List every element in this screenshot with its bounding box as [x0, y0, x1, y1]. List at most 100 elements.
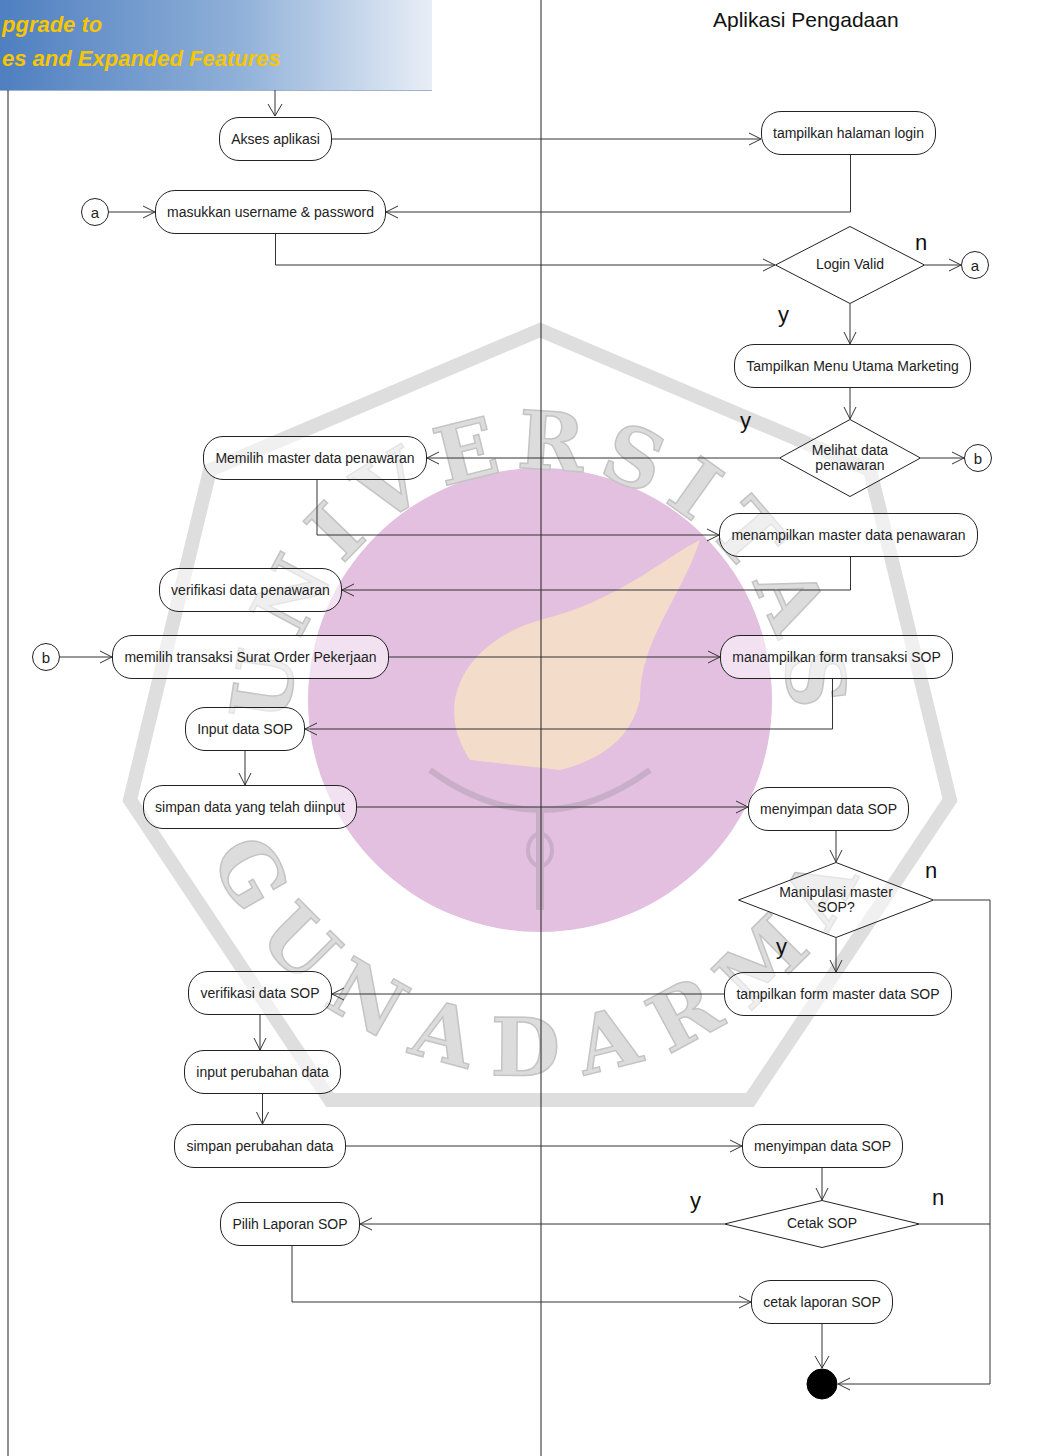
activity-box: Tampilkan Menu Utama Marketing	[734, 344, 971, 388]
flow-arrow	[816, 1168, 828, 1200]
node-text: Pilih Laporan SOP	[232, 1216, 347, 1232]
node-text: menampilkan master data penawaran	[731, 527, 965, 543]
start-arrow	[268, 90, 282, 116]
activity-box: verifikasi data SOP	[188, 971, 332, 1015]
flow-arrow	[830, 831, 842, 862]
diamond-shape	[780, 420, 921, 497]
flow-arrow	[386, 155, 851, 218]
node-text: cetak laporan SOP	[763, 1294, 881, 1310]
flow-arrow	[427, 452, 779, 464]
activity-box: tampilkan halaman login	[761, 111, 936, 155]
flow-arrow	[254, 1015, 266, 1050]
diamond-shape	[739, 863, 934, 938]
banner-text: es and Expanded Features	[2, 46, 281, 72]
decision-diamond: Melihat data penawaran	[779, 419, 921, 497]
flow-arrow	[346, 1140, 742, 1152]
guard-label: y	[740, 408, 751, 434]
flow-arrow	[830, 938, 842, 972]
node-text: simpan data yang telah diinput	[155, 799, 345, 815]
node-text: b	[974, 450, 982, 467]
activity-box: Input data SOP	[185, 707, 305, 751]
guard-label: n	[915, 230, 927, 256]
guard-label: n	[932, 1185, 944, 1211]
activity-box: simpan perubahan data	[174, 1124, 346, 1168]
connector-circle: a	[81, 198, 109, 226]
flow-arrow	[276, 234, 776, 271]
watermark-cup	[430, 770, 650, 810]
activity-box: menyimpan data SOP	[742, 1124, 903, 1168]
activity-box: input perubahan data	[184, 1050, 341, 1094]
flow-arrow	[317, 480, 719, 541]
flow-arrow	[109, 206, 155, 218]
diamond-shape	[725, 1201, 920, 1248]
flow-arrow	[389, 651, 720, 663]
node-text: menyimpan data SOP	[760, 801, 897, 817]
node-text: Akses aplikasi	[231, 131, 320, 147]
node-text: tampilkan halaman login	[773, 125, 924, 141]
node-text: verifikasi data SOP	[200, 985, 319, 1001]
decision-diamond: Cetak SOP	[724, 1200, 920, 1248]
activity-box: memilih transaksi Surat Order Pekerjaan	[112, 635, 389, 679]
node-text: Login Valid	[816, 257, 884, 272]
node-text: masukkan username & password	[167, 204, 374, 220]
diamond-shape	[776, 227, 925, 304]
node-text: menyimpan data SOP	[754, 1138, 891, 1154]
flow-arrow	[342, 557, 851, 596]
flow-arrow	[844, 388, 856, 419]
end-arrow	[815, 1324, 829, 1368]
flow-arrow	[357, 801, 748, 813]
node-text: a	[971, 257, 979, 274]
connector-circle: b	[32, 643, 60, 671]
node-text: Melihat data penawaran	[806, 443, 894, 474]
activity-box: menampilkan master data penawaran	[719, 513, 978, 557]
flow-arrow	[844, 304, 856, 344]
activity-box: tampilkan form master data SOP	[724, 972, 952, 1016]
watermark-flame	[454, 540, 700, 770]
guard-label: y	[778, 302, 789, 328]
lane-header: Aplikasi Pengadaan	[713, 8, 899, 32]
watermark-knot	[528, 834, 552, 866]
node-text: Input data SOP	[197, 721, 293, 737]
decision-diamond: Manipulasi master SOP?	[738, 862, 934, 938]
flow-arrow	[292, 1246, 751, 1308]
decision-diamond: Login Valid	[775, 226, 925, 304]
flow-arrow	[60, 651, 112, 663]
flow-arrow	[360, 1218, 724, 1230]
activity-box: verifikasi data penawaran	[159, 568, 342, 612]
activity-box: Pilih Laporan SOP	[220, 1202, 360, 1246]
flow-arrow	[921, 452, 964, 464]
node-text: a	[91, 204, 99, 221]
node-text: verifikasi data penawaran	[171, 582, 330, 598]
connector-circle: a	[961, 251, 989, 279]
flow-arrow	[332, 133, 761, 145]
flow-arrow	[332, 988, 724, 1000]
activity-box: menyimpan data SOP	[748, 787, 909, 831]
guard-label: y	[690, 1188, 701, 1214]
merge-line	[920, 1224, 990, 1225]
node-text: Manipulasi master SOP?	[775, 885, 897, 916]
node-text: Tampilkan Menu Utama Marketing	[746, 358, 958, 374]
activity-box: cetak laporan SOP	[751, 1280, 893, 1324]
watermark-stem	[536, 810, 544, 910]
activity-box: masukkan username & password	[155, 190, 386, 234]
lane-line	[8, 90, 9, 1456]
node-text: simpan perubahan data	[186, 1138, 333, 1154]
activity-box: manampilkan form transaksi SOP	[720, 635, 953, 679]
flow-arrow	[925, 259, 961, 271]
flow-arrow	[239, 751, 251, 785]
final-node	[807, 1369, 837, 1399]
flow-arrow	[257, 1094, 269, 1124]
lane-line	[541, 0, 542, 1456]
connector-circle: b	[964, 444, 992, 472]
node-text: b	[42, 649, 50, 666]
banner-text: pgrade to	[2, 12, 102, 38]
activity-box: Akses aplikasi	[219, 117, 332, 161]
flow-arrow	[305, 679, 833, 735]
node-text: Memilih master data penawaran	[215, 450, 414, 466]
node-text: tampilkan form master data SOP	[736, 986, 939, 1002]
guard-label: y	[776, 934, 787, 960]
activity-box: Memilih master data penawaran	[203, 436, 427, 480]
activity-box: simpan data yang telah diinput	[143, 785, 357, 829]
node-text: input perubahan data	[196, 1064, 328, 1080]
guard-label: n	[925, 858, 937, 884]
